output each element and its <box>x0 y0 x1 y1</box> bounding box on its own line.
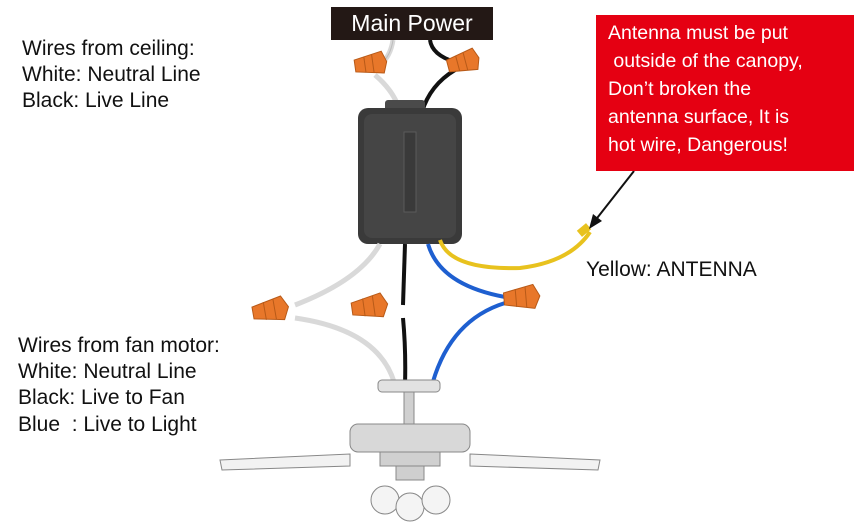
motor-wires-heading: Wires from fan motor: <box>18 334 220 357</box>
antenna-warning-box: Antenna must be put outside of the canop… <box>596 15 854 171</box>
ceiling-fan <box>219 379 601 522</box>
motor-wire-connectors <box>251 283 541 321</box>
receiver-box <box>358 100 462 244</box>
motor-wire-black: Black: Live to Fan <box>18 386 185 409</box>
ceiling-wire-white: White: Neutral Line <box>22 63 201 86</box>
warning-line: hot wire, Dangerous! <box>608 134 788 156</box>
warning-line: antenna surface, It is <box>608 106 790 128</box>
warning-arrow <box>589 170 635 229</box>
motor-wires <box>294 223 592 386</box>
warning-line: Don’t broken the <box>608 78 752 100</box>
antenna-label: Yellow: ANTENNA <box>586 258 757 281</box>
motor-wire-white: White: Neutral Line <box>18 360 197 383</box>
motor-wire-blue: Blue : Live to Light <box>18 413 197 436</box>
ceiling-wires-heading: Wires from ceiling: <box>22 37 195 60</box>
main-power-label: Main Power <box>331 7 493 40</box>
warning-line: outside of the canopy, <box>608 50 803 72</box>
ceiling-wire-connectors <box>353 47 480 74</box>
warning-line: Antenna must be put <box>608 22 788 44</box>
ceiling-wire-black: Black: Live Line <box>22 89 170 112</box>
